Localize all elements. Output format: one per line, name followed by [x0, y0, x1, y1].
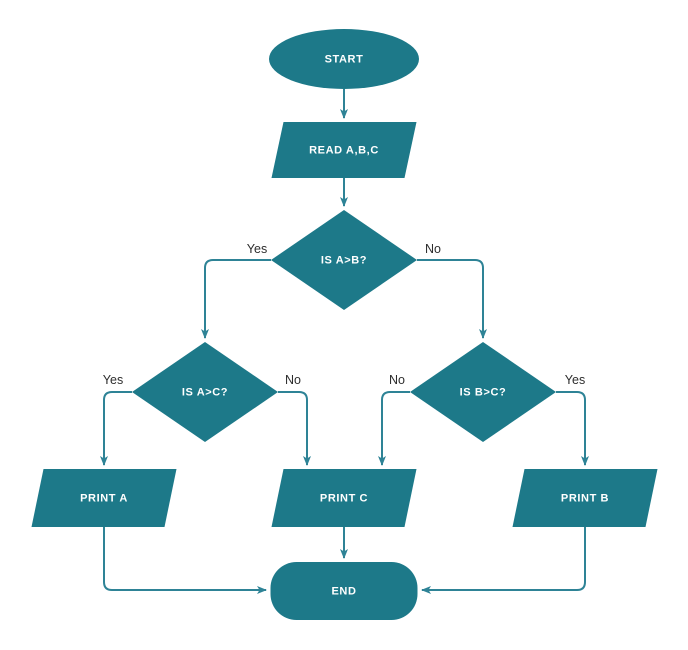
edge-isagtc-no: No — [278, 373, 311, 466]
node-label-print-c: PRINT C — [320, 493, 368, 505]
node-label-start: START — [325, 54, 364, 66]
node-label-is-a-gt-c: IS A>C? — [182, 387, 228, 399]
edge-label-isbgtc-yes: Yes — [565, 373, 585, 387]
connector-line — [100, 391, 132, 466]
connector-line — [201, 259, 271, 339]
connector-line — [421, 527, 586, 594]
edge-label-isbgtc-no: No — [389, 373, 405, 387]
edge-printa-to-end — [103, 527, 267, 594]
read-abc-shape — [271, 122, 417, 178]
node-label-print-b: PRINT B — [561, 493, 609, 505]
connector-line — [278, 391, 311, 466]
print-a-shape — [31, 469, 177, 527]
node-label-end: END — [331, 586, 356, 598]
node-label-is-b-gt-c: IS B>C? — [460, 387, 507, 399]
connector-line — [556, 391, 589, 466]
node-is-a-gt-b: IS A>B? — [271, 210, 417, 310]
connector-line — [103, 527, 267, 594]
node-is-a-gt-c: IS A>C? — [132, 342, 278, 442]
node-print-a: PRINT A — [31, 469, 177, 527]
edge-isagtb-no: No — [417, 242, 487, 339]
node-end: END — [270, 562, 418, 620]
is-b-gt-c-shape — [410, 342, 556, 442]
start-shape — [269, 29, 419, 89]
node-label-is-a-gt-b: IS A>B? — [321, 255, 367, 267]
connector-line — [417, 259, 487, 339]
edge-isagtb-yes: Yes — [201, 242, 271, 339]
is-a-gt-c-shape — [132, 342, 278, 442]
node-print-b: PRINT B — [512, 469, 658, 527]
edge-label-isagtb-yes: Yes — [247, 242, 267, 256]
connector-line — [378, 391, 410, 466]
node-print-c: PRINT C — [271, 469, 417, 527]
end-shape — [270, 562, 418, 620]
print-c-shape — [271, 469, 417, 527]
edge-isbgtc-yes: Yes — [556, 373, 589, 466]
node-label-read-abc: READ A,B,C — [309, 145, 379, 157]
edge-label-isagtb-no: No — [425, 242, 441, 256]
node-label-print-a: PRINT A — [80, 493, 128, 505]
edge-label-isagtc-yes: Yes — [103, 373, 123, 387]
node-is-b-gt-c: IS B>C? — [410, 342, 556, 442]
node-read-abc: READ A,B,C — [271, 122, 417, 178]
node-start: START — [269, 29, 419, 89]
edge-isagtc-yes: Yes — [100, 373, 132, 466]
edge-isbgtc-no: No — [378, 373, 410, 466]
print-b-shape — [512, 469, 658, 527]
is-a-gt-b-shape — [271, 210, 417, 310]
edge-label-isagtc-no: No — [285, 373, 301, 387]
edge-printb-to-end — [421, 527, 586, 594]
